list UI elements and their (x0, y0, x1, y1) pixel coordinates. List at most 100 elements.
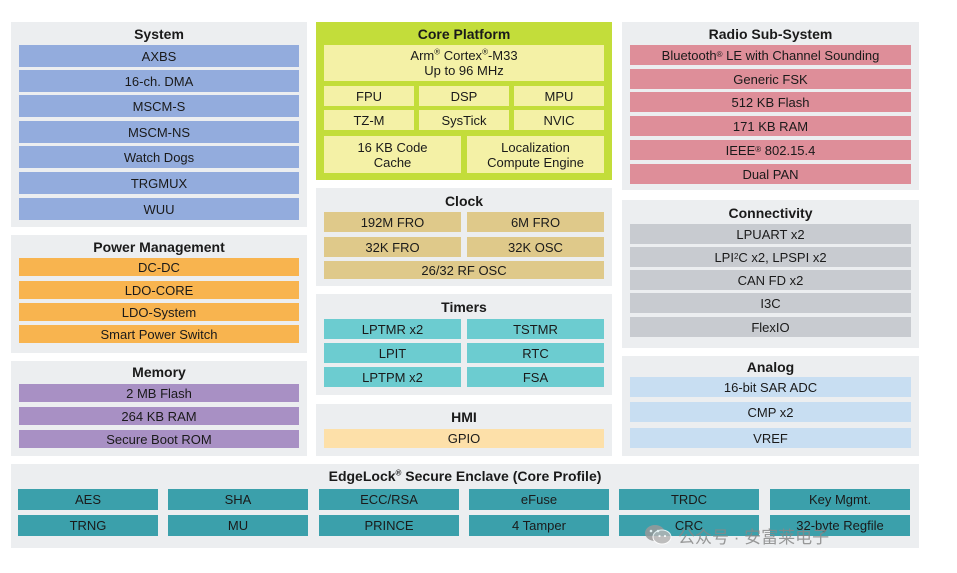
core-cpu-reg: ® (434, 47, 441, 57)
edgelock-block-aes: AES (18, 489, 158, 510)
core-cpu-reg2: ® (482, 47, 488, 57)
radio-bt-pre: Bluetooth (661, 47, 717, 63)
edgelock-block-ecc-rsa: ECC/RSA (319, 489, 459, 510)
power-block-dcdc: DC-DC (19, 258, 299, 276)
analog-block-adc: 16-bit SAR ADC (630, 377, 911, 397)
core-block-systick: SysTick (419, 110, 509, 130)
clock-block-32k-fro: 32K FRO (324, 237, 461, 257)
core-block-tzm: TZ-M (324, 110, 414, 130)
core-cpu-mid: Cortex (440, 48, 483, 63)
conn-block-flexio: FlexIO (630, 317, 911, 337)
core-block-mpu: MPU (514, 86, 604, 106)
watermark-text: 公众号 · 安富莱电子 (678, 527, 830, 547)
edgelock-panel: EdgeLock® Secure Enclave (Core Profile) … (11, 464, 919, 548)
power-block-smart-switch: Smart Power Switch (19, 325, 299, 343)
edgelock-block-efuse: eFuse (469, 489, 609, 510)
hmi-title: HMI (451, 409, 477, 425)
core-cpu-name: Arm® Cortex®-M33 (410, 48, 517, 63)
hmi-panel: HMI GPIO (316, 404, 612, 456)
core-block-fpu: FPU (324, 86, 414, 106)
core-cache-line2: Cache (373, 154, 412, 170)
radio-block-ieee: IEEE® 802.15.4 (630, 140, 911, 160)
core-cache-line1: 16 KB Code (357, 139, 428, 155)
timers-title: Timers (441, 299, 487, 315)
conn-lpi-pre: LPI (714, 249, 734, 265)
core-loc-line1: Localization (501, 139, 570, 155)
radio-ieee-pre: IEEE (725, 142, 756, 158)
core-block-code-cache: 16 KB Code Cache (324, 136, 461, 173)
system-panel: System AXBS 16-ch. DMA MSCM-S MSCM-NS Wa… (11, 22, 307, 227)
clock-block-32k-osc: 32K OSC (467, 237, 604, 257)
analog-block-cmp: CMP x2 (630, 402, 911, 422)
conn-block-canfd: CAN FD x2 (630, 270, 911, 290)
power-block-ldo-core: LDO-CORE (19, 281, 299, 299)
system-block-trgmux: TRGMUX (19, 172, 299, 194)
analog-block-vref: VREF (630, 428, 911, 448)
system-block-mscm-ns: MSCM-NS (19, 121, 299, 143)
radio-ieee-post: 802.15.4 (761, 142, 816, 158)
core-panel: Core Platform Arm® Cortex®-M33 Up to 96 … (316, 22, 612, 180)
edgelock-block-trng: TRNG (18, 515, 158, 536)
timers-panel: Timers LPTMR x2 TSTMR LPIT RTC LPTPM x2 … (316, 294, 612, 395)
edgelock-block-mu: MU (168, 515, 308, 536)
timers-block-lptmr: LPTMR x2 (324, 319, 461, 339)
core-block-dsp: DSP (419, 86, 509, 106)
power-block-ldo-system: LDO-System (19, 303, 299, 321)
core-title: Core Platform (417, 26, 511, 42)
core-cpu-freq: Up to 96 MHz (424, 63, 504, 78)
radio-block-ram: 171 KB RAM (630, 116, 911, 136)
system-block-watchdogs: Watch Dogs (19, 146, 299, 168)
edgelock-title-pre: EdgeLock (328, 468, 396, 484)
system-block-wuu: WUU (19, 198, 299, 220)
clock-title: Clock (444, 193, 484, 209)
wechat-icon (644, 524, 672, 546)
core-cpu-pre: Arm (410, 48, 435, 63)
radio-panel: Radio Sub-System Bluetooth® LE with Chan… (622, 22, 919, 190)
edgelock-block-key-mgmt: Key Mgmt. (770, 489, 910, 510)
conn-block-lpuart: LPUART x2 (630, 224, 911, 244)
edgelock-title-reg: ® (395, 468, 402, 478)
analog-title: Analog (746, 359, 795, 375)
system-title: System (134, 26, 184, 42)
timers-block-rtc: RTC (467, 343, 604, 363)
timers-block-lptpm: LPTPM x2 (324, 367, 461, 387)
connectivity-title: Connectivity (728, 205, 813, 221)
core-cpu-block: Arm® Cortex®-M33 Up to 96 MHz (324, 45, 604, 81)
core-block-localization: Localization Compute Engine (467, 136, 604, 173)
edgelock-block-tamper: 4 Tamper (469, 515, 609, 536)
edgelock-block-sha: SHA (168, 489, 308, 510)
system-block-dma: 16-ch. DMA (19, 70, 299, 92)
memory-panel: Memory 2 MB Flash 264 KB RAM Secure Boot… (11, 361, 307, 456)
radio-block-fsk: Generic FSK (630, 69, 911, 89)
edgelock-block-prince: PRINCE (319, 515, 459, 536)
watermark: 公众号 · 安富莱电子 (644, 520, 829, 550)
clock-block-6m-fro: 6M FRO (467, 212, 604, 232)
radio-block-bluetooth: Bluetooth® LE with Channel Sounding (630, 45, 911, 65)
power-panel: Power Management DC-DC LDO-CORE LDO-Syst… (11, 235, 307, 353)
timers-block-tstmr: TSTMR (467, 319, 604, 339)
edgelock-block-regfile: 32-byte Regfile (770, 515, 910, 536)
core-loc-line2: Compute Engine (487, 154, 584, 170)
clock-block-192m-fro: 192M FRO (324, 212, 461, 232)
conn-lpi-post: C x2, LPSPI x2 (738, 249, 827, 265)
analog-panel: Analog 16-bit SAR ADC CMP x2 VREF (622, 356, 919, 456)
system-block-axbs: AXBS (19, 45, 299, 67)
clock-block-rf-osc: 26/32 RF OSC (324, 261, 604, 279)
conn-block-i3c: I3C (630, 293, 911, 313)
edgelock-title-post: Secure Enclave (Core Profile) (401, 468, 602, 484)
memory-title: Memory (132, 364, 186, 380)
system-block-mscm-s: MSCM-S (19, 95, 299, 117)
timers-block-fsa: FSA (467, 367, 604, 387)
radio-block-dual-pan: Dual PAN (630, 164, 911, 184)
radio-block-flash: 512 KB Flash (630, 92, 911, 112)
radio-bt-post: LE with Channel Sounding (722, 47, 880, 63)
hmi-block-gpio: GPIO (324, 429, 604, 448)
memory-block-ram: 264 KB RAM (19, 407, 299, 425)
memory-block-boot-rom: Secure Boot ROM (19, 430, 299, 448)
memory-block-flash: 2 MB Flash (19, 384, 299, 402)
core-cpu-post: -M33 (487, 48, 518, 63)
edgelock-title: EdgeLock® Secure Enclave (Core Profile) (11, 468, 919, 484)
timers-block-lpit: LPIT (324, 343, 461, 363)
